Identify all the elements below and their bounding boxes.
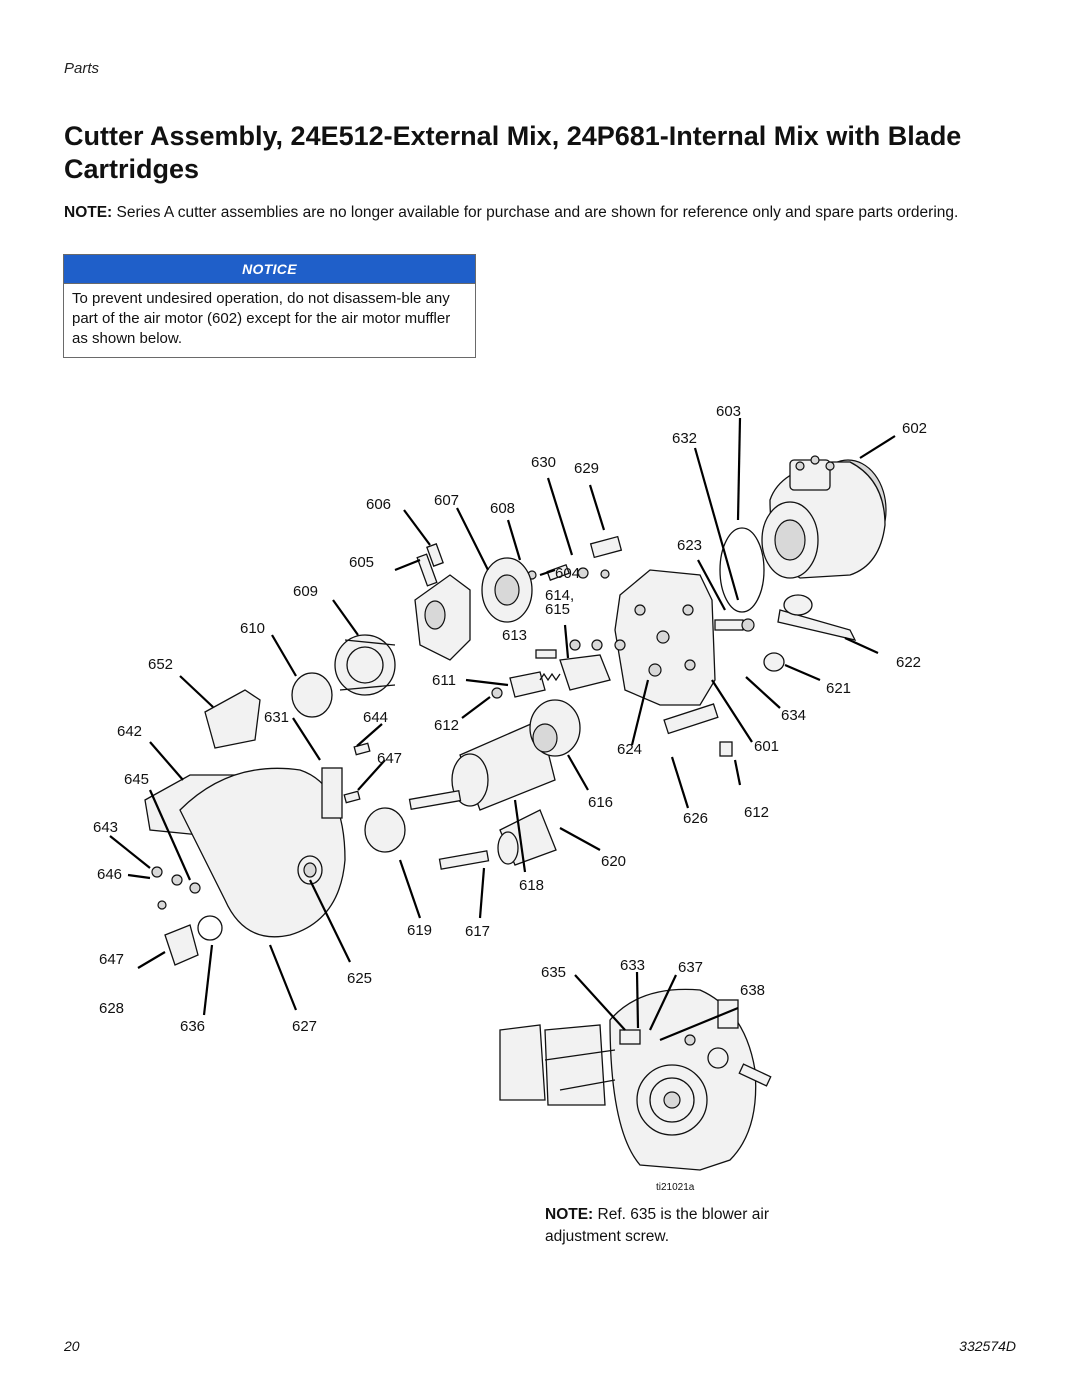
callout-label: 632	[672, 430, 697, 447]
parts-exploded-diagram: 603 602 632 630 629 606 607 608 623 605 …	[93, 403, 927, 1193]
callout-label: 605	[349, 554, 374, 571]
note-bottom-text: Ref. 635 is the blower air adjustment sc…	[545, 1206, 769, 1245]
callout-label: 608	[490, 500, 515, 517]
callout-label: 643	[93, 819, 118, 836]
callout-label: 610	[240, 620, 265, 637]
callout-label: 652	[148, 656, 173, 673]
callout-label: 644	[363, 709, 388, 726]
callout-label: 626	[683, 810, 708, 827]
callout-label: 621	[826, 680, 851, 697]
callout-label: 617	[465, 923, 490, 940]
callout-label: 646	[97, 866, 122, 883]
callout-label: 620	[601, 853, 626, 870]
callout-label: 624	[617, 741, 642, 758]
fittings-drawing	[491, 535, 755, 757]
callout-label: 604	[555, 565, 580, 582]
assembled-view-drawing	[499, 988, 772, 1171]
note-top-text: Series A cutter assemblies are no longer…	[116, 204, 959, 221]
page-number: 20	[64, 1338, 80, 1354]
callout-label: 645	[124, 771, 149, 788]
rotor-drawing	[291, 543, 533, 718]
callout-label: 612	[434, 717, 459, 734]
callout-label: 602	[902, 420, 927, 437]
notice-body: To prevent undesired operation, do not d…	[72, 290, 451, 347]
callout-label: 614,	[545, 587, 574, 604]
callout-label: 633	[620, 957, 645, 974]
callout-label: 634	[781, 707, 806, 724]
bearing-drawing	[364, 699, 581, 870]
callout-label: 607	[434, 492, 459, 509]
note-top: NOTE: Series A cutter assemblies are no …	[64, 202, 984, 223]
callout-label: 603	[716, 403, 741, 420]
callout-label: 601	[754, 738, 779, 755]
air-motor-drawing	[719, 455, 887, 613]
figure-id: ti21021a	[656, 1182, 695, 1193]
guard-drawing	[144, 689, 371, 966]
callout-label: 609	[293, 583, 318, 600]
section-header: Parts	[64, 60, 100, 77]
callout-label: 635	[541, 964, 566, 981]
callout-label: 619	[407, 922, 432, 939]
lever-drawing	[763, 594, 857, 672]
housing-drawing	[614, 569, 719, 735]
callout-label: 642	[117, 723, 142, 740]
note-top-label: NOTE:	[64, 204, 113, 221]
callout-label: 613	[502, 627, 527, 644]
callout-label: 618	[519, 877, 544, 894]
notice-box: NOTICE To prevent undesired operation, d…	[63, 254, 476, 358]
callout-label: 623	[677, 537, 702, 554]
callout-label: 647	[377, 750, 402, 767]
callout-label: 647	[99, 951, 124, 968]
callout-label: 629	[574, 460, 599, 477]
note-bottom: NOTE: Ref. 635 is the blower air adjustm…	[545, 1204, 815, 1248]
callout-label: 638	[740, 982, 765, 999]
callout-label: 627	[292, 1018, 317, 1035]
leader-arrows	[109, 417, 896, 1042]
callout-label: 630	[531, 454, 556, 471]
callout-label: 637	[678, 959, 703, 976]
callout-label: 606	[366, 496, 391, 513]
callout-label: 611	[432, 672, 456, 689]
document-number: 332574D	[959, 1338, 1016, 1354]
note-bottom-label: NOTE:	[545, 1206, 594, 1223]
callout-label: 628	[99, 1000, 124, 1017]
callout-label: 615	[545, 601, 570, 618]
callout-label: 622	[896, 654, 921, 671]
callout-label: 631	[264, 709, 289, 726]
notice-heading: NOTICE	[64, 255, 475, 284]
page-title: Cutter Assembly, 24E512-External Mix, 24…	[64, 121, 962, 184]
callout-label: 612	[744, 804, 769, 821]
callout-label: 636	[180, 1018, 205, 1035]
callout-label: 625	[347, 970, 372, 987]
callout-label: 616	[588, 794, 613, 811]
